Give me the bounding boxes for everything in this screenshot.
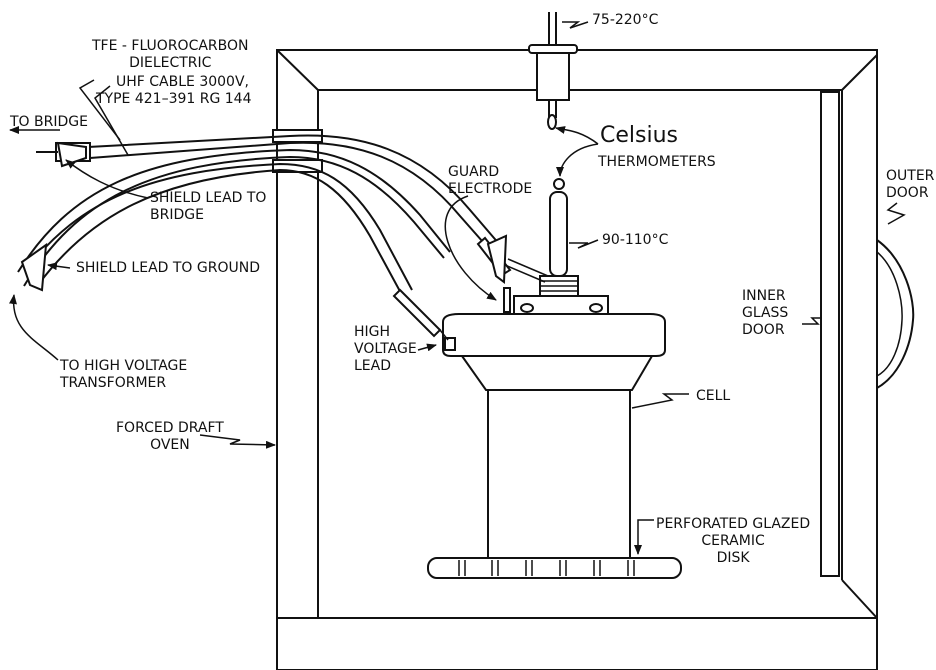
label-celsius: Celsius: [600, 123, 678, 148]
cell: [442, 275, 666, 559]
label-shield-lead-to-ground: SHIELD LEAD TO GROUND: [76, 260, 260, 276]
shield-braid: [20, 141, 508, 292]
label-uhf-cable: UHF CABLE 3000V,TYPE 421–391 RG 144: [96, 74, 252, 107]
label-cell: CELL: [696, 388, 731, 404]
label-thermometers: THERMOMETERS: [598, 154, 716, 170]
cell-thermometer: [549, 178, 599, 277]
label-temp-range-top: 75-220°C: [592, 12, 659, 28]
label-to-bridge: TO BRIDGE: [10, 114, 88, 130]
top-thermometer: [528, 12, 589, 130]
leader-lines: [9, 79, 906, 555]
perforated-ceramic-disk: [427, 557, 682, 579]
inner-glass-door: [820, 91, 840, 577]
outer-door-handle: [876, 239, 915, 389]
label-temp-range-mid: 90-110°C: [602, 232, 669, 248]
